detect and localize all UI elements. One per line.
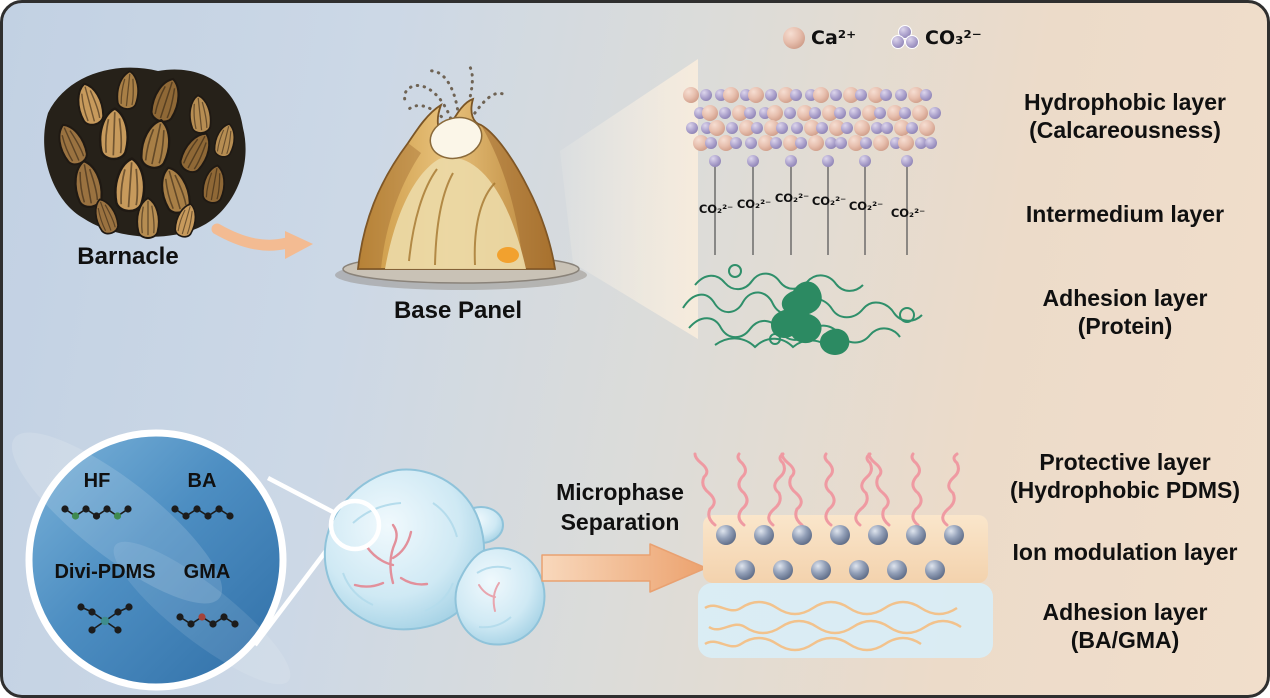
monomer-label-ba: BA <box>187 470 217 492</box>
label-hydrophobic-pdms: (Hydrophobic PDMS) <box>1010 477 1240 503</box>
protein-layer-illustration <box>682 264 923 355</box>
legend-ca-label: Ca²⁺ <box>811 27 857 49</box>
magnification-cone <box>560 59 698 339</box>
base-panel-illustration <box>335 63 587 290</box>
label-calcareousness: (Calcareousness) <box>1029 117 1221 143</box>
label-ion-modulation-layer: Ion modulation layer <box>1012 539 1238 565</box>
co2-ion-label: CO₂²⁻ <box>774 191 810 205</box>
monomer-circle-illustration <box>11 429 291 691</box>
monomer-label-divipdms: Divi-PDMS <box>54 561 156 583</box>
legend-co3-label: CO₃²⁻ <box>925 27 982 49</box>
calcium-ion-icon <box>783 27 805 49</box>
base-panel-label: Base Panel <box>393 297 523 324</box>
label-adhesion-layer-protein: Adhesion layer <box>1042 285 1208 311</box>
process-label-line2: Separation <box>560 509 680 535</box>
flow-arrow-icon <box>211 223 313 259</box>
calcareous-layer-illustration <box>683 87 941 151</box>
micelle-blobs-illustration <box>253 468 546 647</box>
label-protective-layer: Protective layer <box>1039 449 1211 475</box>
microphase-arrow-icon <box>541 543 707 593</box>
co2-ion-label: CO₂²⁻ <box>698 202 734 216</box>
barnacle-label: Barnacle <box>77 243 179 270</box>
label-protein: (Protein) <box>1077 313 1173 339</box>
co2-ion-label: CO₂²⁻ <box>890 206 926 220</box>
monomer-label-hf: HF <box>83 470 111 492</box>
label-adhesion-layer-bagma: Adhesion layer <box>1042 599 1208 625</box>
label-hydrophobic-layer: Hydrophobic layer <box>1024 89 1226 115</box>
co2-ion-label: CO₂²⁻ <box>811 194 847 208</box>
monomer-label-gma: GMA <box>183 561 231 583</box>
process-label-line1: Microphase <box>556 479 684 505</box>
barnacle-photo-illustration <box>44 67 246 239</box>
coating-layers-illustration <box>693 452 993 658</box>
co2-ion-label: CO₂²⁻ <box>736 197 772 211</box>
label-bagma: (BA/GMA) <box>1070 627 1180 653</box>
intermedium-lines-illustration <box>709 155 913 255</box>
co2-ion-label: CO₂²⁻ <box>848 199 884 213</box>
label-intermedium-layer: Intermedium layer <box>1025 201 1225 227</box>
carbonate-ion-icon <box>891 25 919 49</box>
